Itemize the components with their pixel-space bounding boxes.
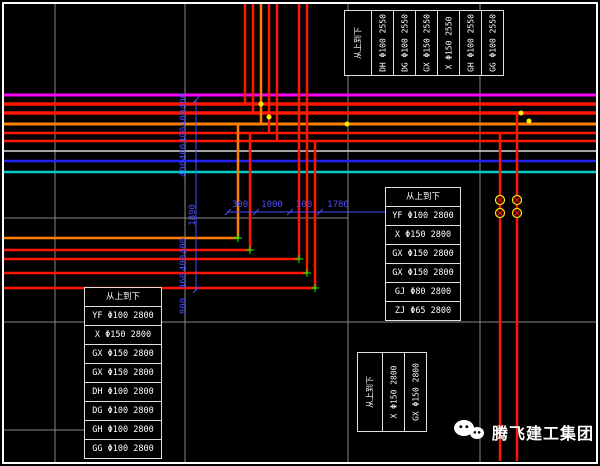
pipe-table-bottom-left: 从上到下 YF Φ100 2800 X Φ150 2800 GX Φ150 28… (84, 287, 162, 459)
watermark-brand: 腾飞建工集团 (492, 424, 595, 443)
table-row: YF Φ100 2800 (84, 306, 162, 326)
wechat-icon (454, 418, 484, 446)
dim-label: 400 (179, 237, 189, 255)
table-row: GJ Φ80 2800 (385, 282, 461, 302)
tee-dot (258, 101, 264, 107)
watermark: 腾飞建工集团 (454, 418, 594, 446)
dim-label: 300 (231, 200, 249, 210)
tee-dot (526, 118, 532, 124)
table-row: ZJ Φ65 2800 (385, 301, 461, 321)
table-row: GX Φ150 2800 (385, 244, 461, 264)
dim-label: 800 (179, 297, 189, 315)
table-row: GX Φ150 2800 (84, 363, 162, 383)
table-header: 从上到下 (365, 376, 375, 408)
dim-label: 400 (179, 92, 189, 110)
dim-label: 400 (179, 126, 189, 144)
wechat-bubble-small (470, 427, 484, 439)
table-row: X Φ150 2800 (385, 225, 461, 245)
table-row: DG Φ100 2800 (84, 401, 162, 421)
table-row: GH Φ100 2800 (84, 420, 162, 440)
table-row: DG Φ100 2550 (393, 10, 416, 76)
table-row: GX Φ150 2800 (404, 352, 427, 432)
dim-label: 400 (179, 254, 189, 272)
table-row: GG Φ100 2800 (84, 439, 162, 459)
tee-dot (344, 121, 350, 127)
pipe-table-bottom-mid: 从上到下 X Φ150 2800 GX Φ150 2800 (357, 352, 427, 432)
riser-pipes (243, 4, 519, 461)
table-header: 从上到下 (84, 287, 162, 307)
table-row: GX Φ150 2800 (385, 263, 461, 283)
tee-dot (518, 110, 524, 116)
dim-label: 300 (295, 200, 313, 210)
pipe-table-mid-right: 从上到下 YF Φ100 2800 X Φ150 2800 GX Φ150 28… (385, 187, 461, 321)
table-row: GH Φ100 2550 (459, 10, 482, 76)
table-row: GX Φ150 2550 (415, 10, 438, 76)
table-header-cell: 从上到下 (344, 10, 372, 76)
fitting-markers (234, 101, 532, 292)
table-row: X Φ150 2800 (382, 352, 405, 432)
dim-label: 400 (179, 109, 189, 127)
dim-label: 1000 (261, 200, 283, 210)
table-row: X Φ150 2800 (84, 325, 162, 345)
table-row: GG Φ100 2550 (481, 10, 504, 76)
table-row: GX Φ150 2800 (84, 344, 162, 364)
pipe-table-top-right: 从上到下 DH Φ100 2550 DG Φ100 2550 GX Φ150 2… (344, 10, 504, 76)
table-header: 从上到下 (353, 27, 363, 59)
corner-node-markers (234, 234, 319, 292)
dim-label: 400 (179, 160, 189, 178)
table-row: DH Φ100 2550 (371, 10, 394, 76)
table-row: X Φ150 2550 (437, 10, 460, 76)
table-row: YF Φ100 2800 (385, 206, 461, 226)
dim-label: 460 (179, 272, 189, 290)
dim-label: 1780 (327, 200, 349, 210)
wechat-bubble-large (454, 420, 474, 436)
table-row: DH Φ100 2800 (84, 382, 162, 402)
table-header-cell: 从上到下 (357, 352, 383, 432)
dim-label: 400 (179, 143, 189, 161)
table-header: 从上到下 (385, 187, 461, 207)
tee-dot (266, 114, 272, 120)
valve-cross-icons (496, 196, 521, 217)
dim-label: 1890 (188, 204, 198, 226)
branch-red-west-4 (4, 142, 317, 290)
